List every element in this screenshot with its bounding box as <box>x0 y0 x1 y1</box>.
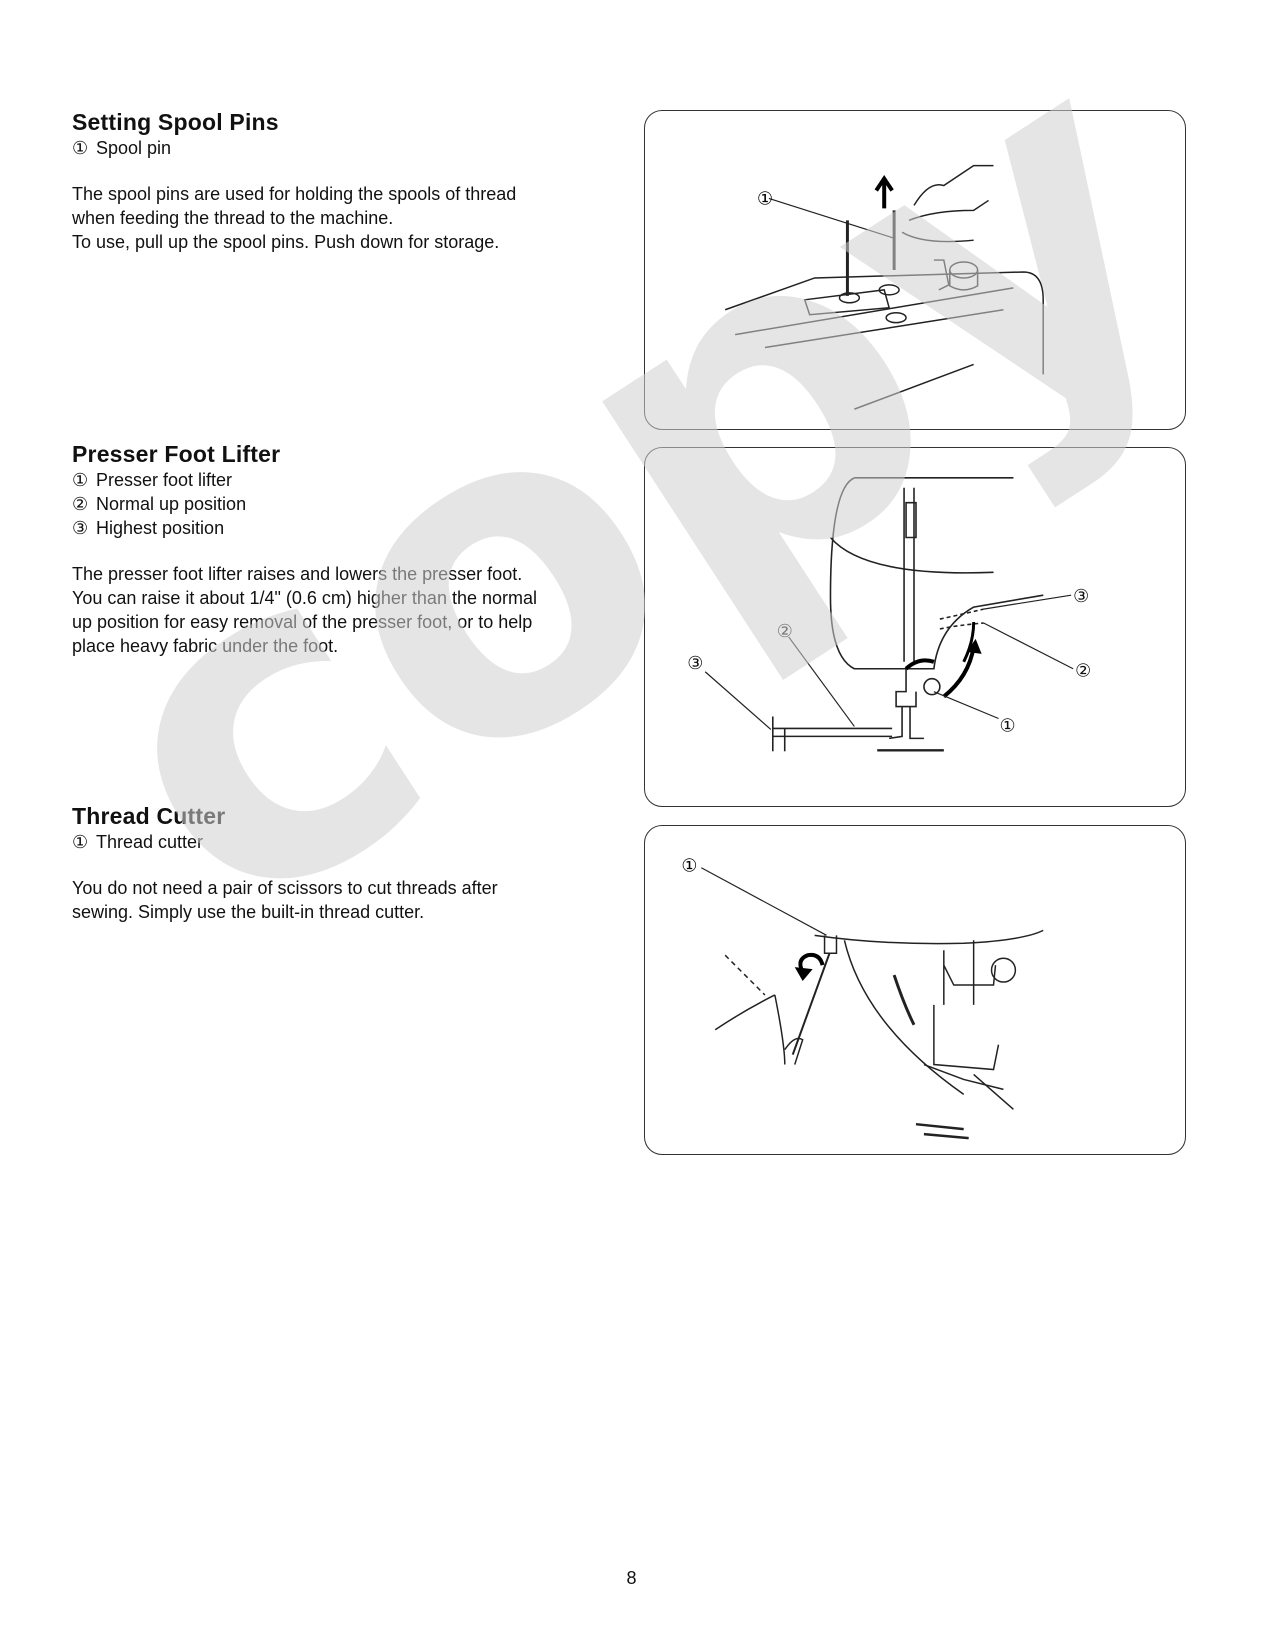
callout-label: ① <box>681 856 697 877</box>
section-paragraph: The spool pins are used for holding the … <box>72 184 517 252</box>
section-paragraph: The presser foot lifter raises and lower… <box>72 564 537 656</box>
section-title: Presser Foot Lifter <box>72 441 281 467</box>
section-paragraph: You do not need a pair of scissors to cu… <box>72 878 498 922</box>
callout-label: ② <box>1075 661 1091 682</box>
callout-label: ③ <box>1073 586 1089 607</box>
presser-foot-lifter-illustration: ③ ② ② ③ ① <box>687 477 1091 752</box>
figure-presser-foot-lifter: ③ ② ② ③ ① <box>644 447 1186 807</box>
section-title: Setting Spool Pins <box>72 109 279 135</box>
figure-thread-cutter: ① <box>644 825 1186 1155</box>
callout-label: ③ <box>687 653 703 674</box>
page-number: 8 <box>626 1568 637 1588</box>
spool-pin-illustration: ① <box>724 164 1044 410</box>
thread-cutter-illustration: ① <box>681 856 1044 1140</box>
callout-label: ① <box>1000 715 1016 736</box>
callout-label: ① <box>757 188 773 209</box>
figure-spool-pins: ① <box>644 110 1186 430</box>
callout-label: ② <box>777 621 793 642</box>
section-title: Thread Cutter <box>72 803 226 829</box>
